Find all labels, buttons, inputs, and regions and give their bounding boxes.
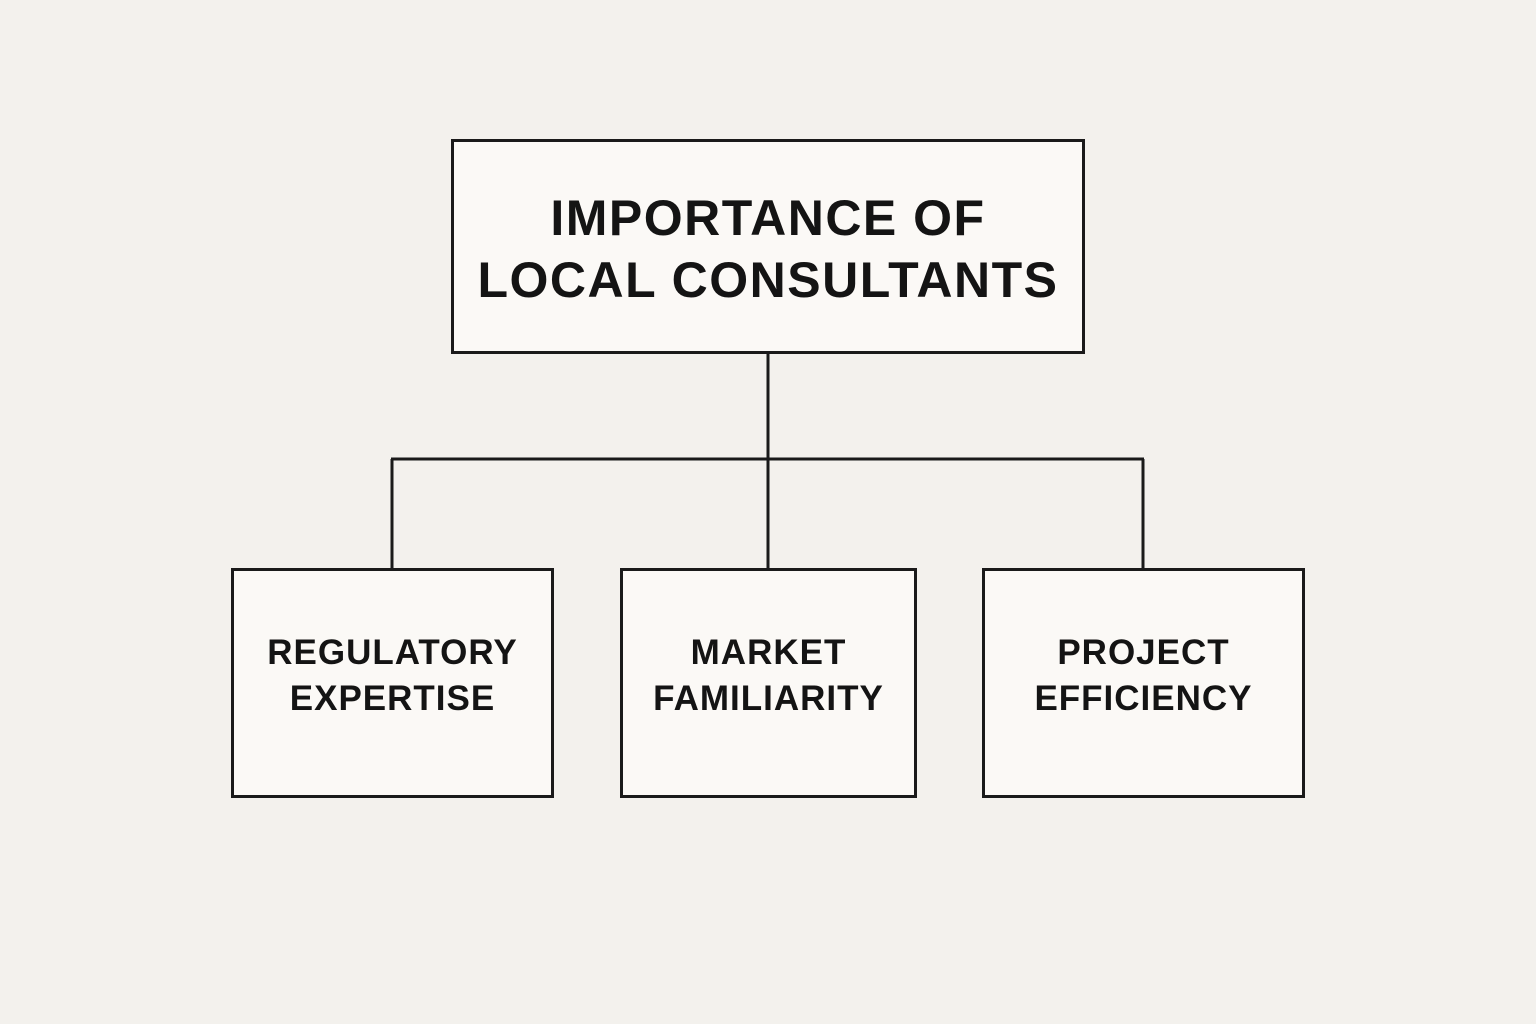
child-node-label: MARKET FAMILIARITY <box>653 630 884 722</box>
child-node-market-familiarity: MARKET FAMILIARITY <box>620 568 917 798</box>
root-node-line-2: LOCAL CONSULTANTS <box>477 251 1059 308</box>
root-node-box: IMPORTANCE OF LOCAL CONSULTANTS <box>451 139 1085 354</box>
child-node-regulatory-expertise: REGULATORY EXPERTISE <box>231 568 554 798</box>
child-node-project-efficiency: PROJECT EFFICIENCY <box>982 568 1305 798</box>
child-node-2-line-1: MARKET <box>690 633 847 672</box>
child-node-1-line-2: EXPERTISE <box>289 679 496 718</box>
child-node-2-line-2: FAMILIARITY <box>653 679 884 718</box>
child-node-1-line-1: REGULATORY <box>267 633 518 672</box>
child-node-label: REGULATORY EXPERTISE <box>267 630 517 722</box>
child-node-3-line-2: EFFICIENCY <box>1034 679 1253 718</box>
child-node-3-line-1: PROJECT <box>1057 633 1230 672</box>
root-node-line-1: IMPORTANCE OF <box>550 189 986 246</box>
child-node-label: PROJECT EFFICIENCY <box>1034 630 1252 722</box>
root-node-label: IMPORTANCE OF LOCAL CONSULTANTS <box>477 187 1058 311</box>
